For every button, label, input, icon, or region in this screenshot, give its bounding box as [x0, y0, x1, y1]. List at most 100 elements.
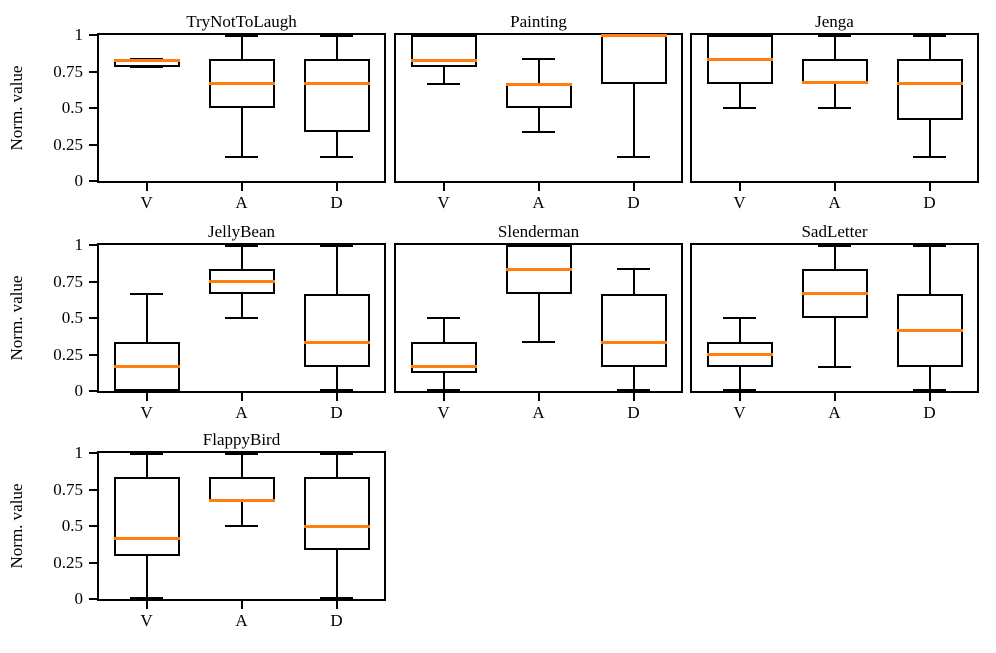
y-axis-label: Norm. value [7, 65, 26, 151]
x-tick-label: V [733, 403, 746, 422]
box-rect-d [896, 59, 963, 121]
y-tick-label: 0 [74, 171, 84, 190]
whisker-cap-upper [320, 245, 353, 247]
y-tick [89, 180, 97, 182]
y-tick [89, 390, 97, 392]
whisker-cap-upper [130, 453, 163, 455]
whisker-upper [335, 453, 338, 478]
x-tick-label: A [532, 403, 545, 422]
x-tick [240, 601, 243, 609]
x-tick-label: D [627, 403, 640, 422]
median-line [801, 81, 868, 85]
x-tick [442, 393, 445, 401]
whisker-cap-upper [225, 453, 258, 455]
x-tick [145, 601, 148, 609]
whisker-cap-upper [723, 317, 756, 319]
y-tick-label: 0.75 [53, 271, 83, 291]
x-tick [833, 183, 836, 191]
x-tick [537, 393, 540, 401]
y-tick [89, 317, 97, 319]
median-line [208, 499, 275, 503]
median-line [113, 365, 180, 369]
y-tick-label: 0.25 [53, 134, 83, 154]
whisker-cap-lower [617, 155, 650, 158]
whisker-cap-lower [818, 365, 851, 368]
whisker-cap-upper [818, 35, 851, 37]
whisker-lower [928, 366, 931, 391]
whisker-lower [240, 501, 243, 526]
whisker-upper [335, 245, 338, 294]
y-tick [89, 488, 97, 491]
x-tick [833, 393, 836, 401]
y-tick [89, 353, 97, 356]
whisker-lower [833, 318, 836, 367]
whisker-upper [928, 35, 931, 60]
plot-area [97, 243, 386, 393]
whisker-upper [833, 245, 836, 270]
box-rect-v [410, 35, 477, 68]
whisker-cap-lower [913, 155, 946, 158]
x-tick-label: A [235, 611, 248, 630]
y-tick [89, 244, 97, 246]
whisker-cap-upper [913, 35, 946, 37]
x-tick-label: A [235, 193, 248, 212]
x-tick-label: V [140, 403, 153, 422]
median-line [706, 353, 773, 356]
whisker-cap-lower [225, 155, 258, 158]
median-line [801, 292, 868, 296]
whisker-upper [442, 318, 445, 343]
median-line [208, 280, 275, 283]
whisker-upper [145, 293, 148, 343]
y-tick [89, 107, 97, 109]
x-tick-label: A [235, 403, 248, 422]
x-tick-label: D [923, 193, 936, 212]
y-tick [89, 34, 97, 36]
whisker-cap-upper [225, 35, 258, 37]
whisker-lower [833, 83, 836, 108]
x-tick [928, 393, 931, 401]
whisker-lower [537, 108, 540, 133]
whisker-cap-upper [427, 317, 460, 319]
x-tick [738, 183, 741, 191]
whisker-lower [632, 83, 635, 157]
whisker-lower [537, 293, 540, 343]
whisker-cap-lower [723, 107, 756, 109]
y-tick [89, 452, 97, 454]
whisker-cap-lower [427, 82, 460, 85]
whisker-lower [240, 108, 243, 157]
x-tick [335, 601, 338, 609]
subplot-title: SadLetter [801, 222, 868, 241]
whisker-upper [145, 453, 148, 478]
box-rect-d [303, 293, 370, 367]
plot-area [394, 243, 683, 393]
whisker-cap-upper [130, 292, 163, 295]
median-line [303, 524, 370, 528]
median-line [303, 340, 370, 344]
whisker-lower [145, 556, 148, 599]
whisker-cap-lower [130, 66, 163, 69]
x-tick-label: D [330, 403, 343, 422]
whisker-cap-lower [225, 317, 258, 319]
x-tick [537, 183, 540, 191]
whisker-lower [738, 83, 741, 108]
box-rect-v [113, 477, 180, 557]
x-tick-label: D [923, 403, 936, 422]
x-tick [632, 183, 635, 191]
whisker-cap-lower [320, 155, 353, 158]
y-tick [89, 561, 97, 564]
median-line [896, 82, 963, 86]
subplot-title: FlappyBird [202, 430, 281, 449]
whisker-lower [442, 372, 445, 391]
median-line [113, 536, 180, 540]
whisker-cap-lower [723, 389, 756, 391]
whisker-cap-lower [522, 131, 555, 134]
median-line [208, 82, 275, 86]
box-rect-v [410, 342, 477, 373]
whisker-upper [833, 35, 836, 60]
median-line [410, 365, 477, 369]
x-tick [632, 393, 635, 401]
